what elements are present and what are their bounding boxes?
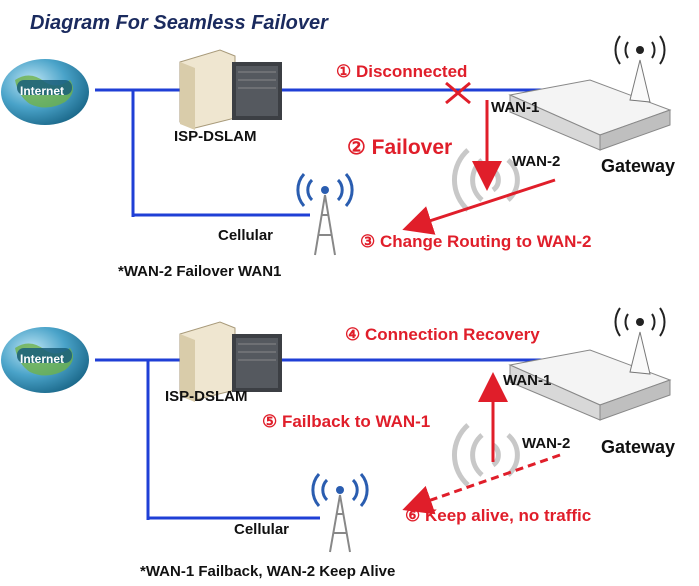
gateway-label: Gateway — [601, 156, 676, 176]
top-links — [95, 88, 595, 217]
bottom-links — [95, 358, 575, 520]
isp-dslam-server-icon-2 — [179, 321, 282, 402]
step-5-label: ⑤ Failback to WAN-1 — [262, 412, 431, 431]
step-4-label: ④ Connection Recovery — [345, 325, 540, 344]
isp-dslam-label-2: ISP-DSLAM — [165, 388, 248, 405]
bottom-caption: *WAN-1 Failback, WAN-2 Keep Alive — [140, 563, 396, 580]
cellular-tower-icon-2 — [311, 473, 369, 553]
gateway-router-icon-2 — [508, 307, 672, 421]
step-6-label: ⑥ Keep alive, no traffic — [405, 506, 592, 525]
isp-dslam-server-icon — [179, 49, 282, 130]
keepalive-dashed-arrow — [402, 453, 561, 515]
step-2-label: ② Failover — [347, 136, 453, 159]
internet-label: Internet — [20, 84, 65, 98]
cellular-label: Cellular — [218, 227, 274, 244]
internet-globe-icon-2 — [1, 327, 89, 393]
step-3-label: ③ Change Routing to WAN-2 — [360, 232, 592, 251]
isp-dslam-label: ISP-DSLAM — [174, 128, 257, 145]
step-1-label: ① Disconnected — [336, 62, 468, 81]
wan2-label: WAN-2 — [512, 153, 561, 170]
wireless-signal-icon-2 — [452, 423, 520, 487]
wan1-label: WAN-1 — [491, 99, 540, 116]
gateway-router-icon — [508, 35, 672, 151]
internet-label-2: Internet — [20, 352, 65, 366]
gateway-label-2: Gateway — [601, 437, 676, 457]
wan2-label-2: WAN-2 — [522, 435, 571, 452]
internet-globe-icon — [1, 59, 89, 125]
top-caption: *WAN-2 Failover WAN1 — [118, 263, 282, 280]
cellular-tower-icon — [296, 173, 354, 256]
reroute-arrow — [402, 178, 556, 235]
diagram-title: Diagram For Seamless Failover — [30, 12, 328, 34]
cellular-label-2: Cellular — [234, 521, 290, 538]
disconnect-x-icon — [445, 81, 471, 105]
wan1-label-2: WAN-1 — [503, 372, 552, 389]
